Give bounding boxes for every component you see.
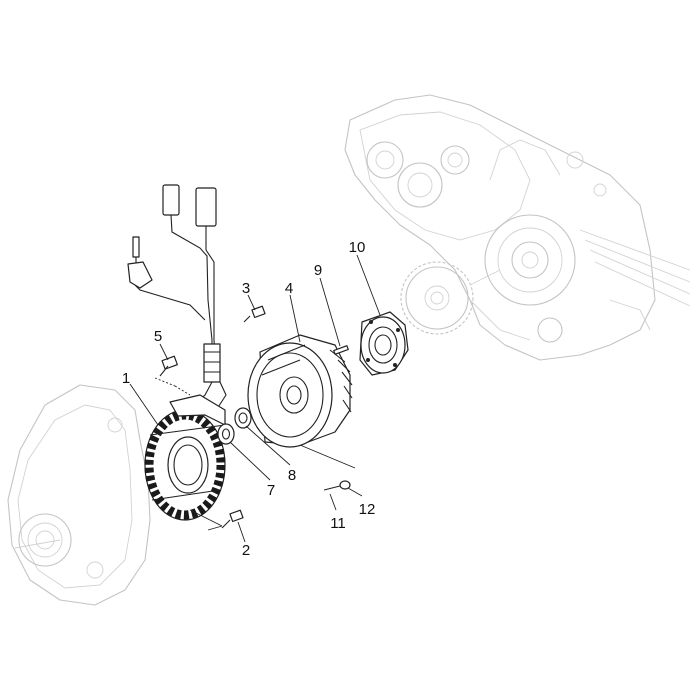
callout-11: 11	[330, 515, 346, 532]
washer-part-7	[217, 423, 235, 445]
connector-right	[195, 187, 217, 227]
callout-9: 9	[314, 262, 322, 279]
flywheel-rotor	[247, 334, 356, 469]
key-part-9	[333, 345, 349, 355]
callout-labels: 1 2 3 4 5 7 8 9 10 11 12	[122, 239, 376, 559]
screw-part-11-12	[323, 480, 351, 491]
rubber-boot	[127, 261, 153, 289]
stator	[144, 394, 226, 521]
callout-8: 8	[288, 467, 296, 484]
callout-1: 1	[122, 370, 130, 387]
screw-part-2	[189, 509, 244, 531]
callout-2: 2	[242, 542, 250, 559]
callout-3: 3	[242, 280, 250, 297]
screw-part-5	[154, 355, 191, 396]
callout-leaders	[129, 254, 381, 543]
callout-5: 5	[154, 328, 162, 345]
connector-left	[162, 184, 180, 216]
callout-7: 7	[267, 482, 275, 499]
washer-part-8	[234, 407, 252, 429]
engine-crankcase-ghost	[344, 94, 691, 361]
callout-10: 10	[349, 239, 366, 256]
engine-cover-ghost	[7, 384, 151, 606]
harness-grommet	[203, 343, 221, 383]
callout-12: 12	[359, 501, 376, 518]
freewheel-part-10	[359, 311, 409, 376]
terminal-plug	[132, 236, 140, 258]
screw-part-3	[243, 305, 266, 323]
callout-4: 4	[285, 280, 293, 297]
wiring-harness	[127, 184, 227, 413]
sprocket-ghost	[400, 261, 501, 335]
